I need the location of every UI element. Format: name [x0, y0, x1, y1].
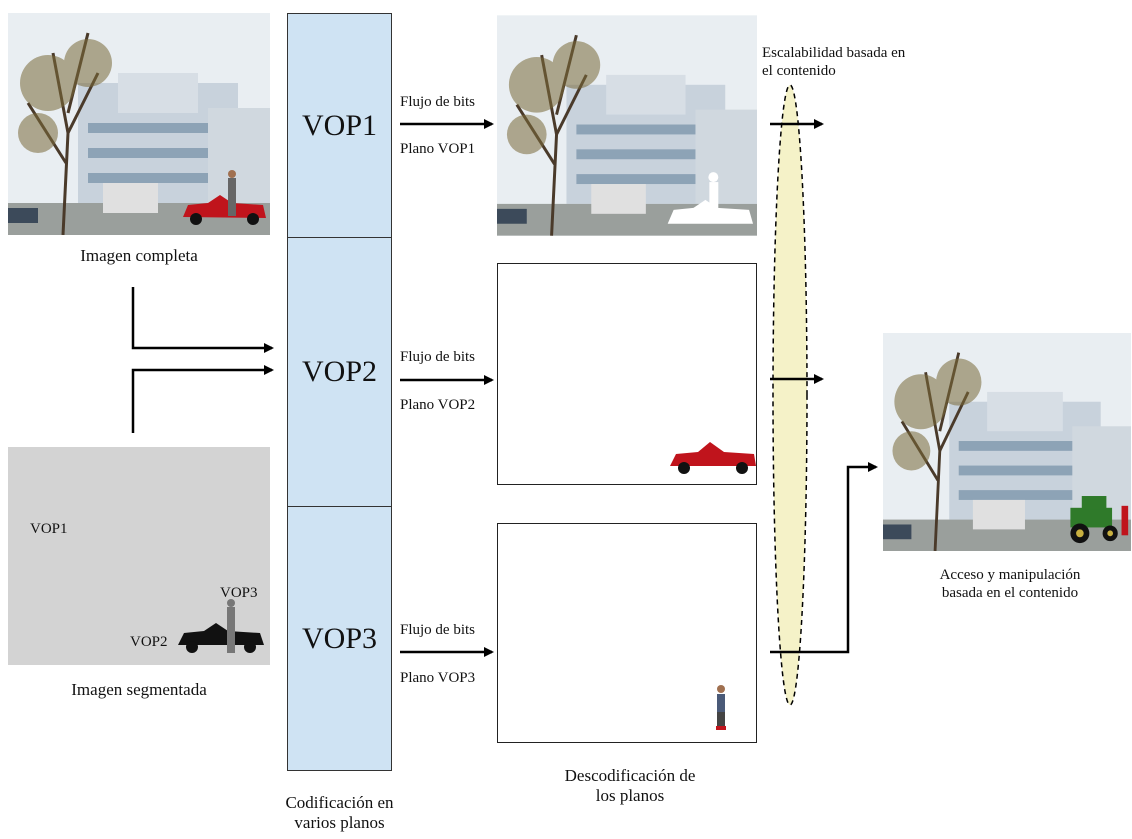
scalability-label-line1: Escalabilidad basada en	[762, 45, 906, 61]
decoding-caption-line1: Descodificación de	[564, 766, 696, 785]
segmented-to-coding-arrow	[131, 365, 274, 433]
stream3-plane-label: Plano VOP3	[400, 670, 476, 686]
decoded-plane-vop1	[497, 13, 757, 238]
decoding-caption-line2: los planos	[595, 786, 665, 805]
coding-caption-line2: varios planos	[294, 813, 385, 832]
stream3-bits-label: Flujo de bits	[400, 622, 476, 638]
full-to-coding-arrow	[131, 287, 274, 353]
full-image-label: Imagen completa	[80, 246, 198, 265]
scalability-label-line2: el contenido	[762, 63, 836, 79]
coding-box-vop1-label: VOP1	[301, 108, 377, 142]
scalability-arrow-3	[770, 462, 878, 654]
stream1-plane-label: Plano VOP1	[400, 141, 476, 157]
decoded-plane-vop2	[497, 263, 757, 485]
access-label: Acceso y manipulación basada en el conte…	[895, 566, 1125, 602]
segmented-vop1-label: VOP1	[30, 521, 68, 537]
person-icon	[716, 685, 726, 730]
access-label-line2: basada en el contenido	[941, 585, 1079, 601]
coding-caption: Codificación en varios planos	[262, 793, 417, 833]
tractor-icon	[1070, 496, 1118, 544]
stream1-bits-label: Flujo de bits	[400, 94, 476, 110]
car-icon	[670, 442, 756, 474]
coding-box-vop2: VOP2	[287, 237, 392, 507]
stream2-bits-label: Flujo de bits	[400, 349, 476, 365]
segmented-vop3-label: VOP3	[220, 585, 258, 601]
access-label-line1: Acceso y manipulación	[939, 567, 1081, 583]
stream2-plane-label: Plano VOP2	[400, 397, 476, 413]
decoded-plane-vop3	[497, 523, 757, 743]
coding-box-vop1: VOP1	[287, 13, 392, 238]
scalability-label: Escalabilidad basada en el contenido	[762, 44, 905, 80]
decoding-caption: Descodificación de los planos	[520, 766, 740, 806]
coding-caption-line1: Codificación en	[285, 793, 394, 812]
segmented-image-label: Imagen segmentada	[71, 680, 207, 699]
coding-box-vop3: VOP3	[287, 506, 392, 771]
segmented-vop2-label: VOP2	[130, 634, 168, 650]
coding-box-vop2-label: VOP2	[301, 355, 377, 388]
coding-box-vop3-label: VOP3	[301, 621, 377, 655]
full-image	[8, 13, 270, 235]
segmented-image: VOP1 VOP3 VOP2	[8, 447, 270, 665]
scalability-ellipse	[772, 84, 808, 706]
composite-image	[883, 333, 1131, 551]
